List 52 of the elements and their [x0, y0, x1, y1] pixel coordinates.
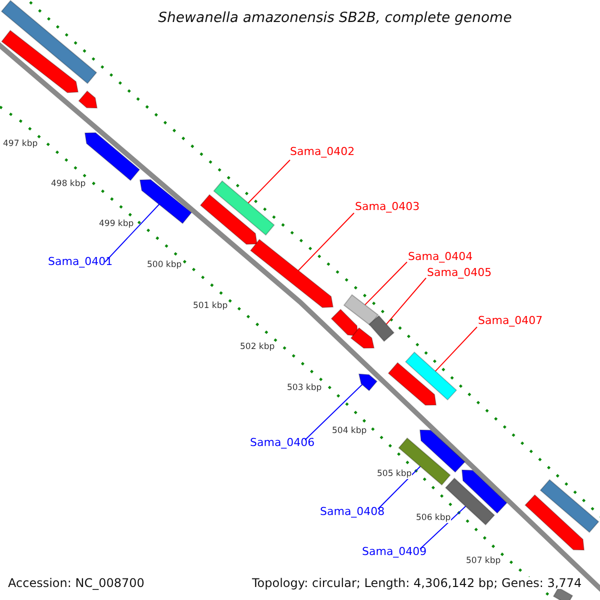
gene-feature	[398, 437, 451, 486]
scale-label: 498 kbp	[51, 180, 86, 188]
genome-summary-text: Topology: circular; Length: 4,306,142 bp; Genes: 3,774	[252, 577, 582, 589]
gene-feature	[139, 179, 192, 224]
scale-label: 507 kbp	[466, 557, 501, 566]
gene-label: Sama_0405	[427, 267, 492, 278]
gene-feature	[0, 0, 98, 84]
gene-label: Sama_0408	[320, 506, 385, 517]
gene-feature	[540, 479, 600, 533]
scale-label: 502 kbp	[240, 343, 275, 352]
gene-feature	[1, 30, 79, 94]
scale-label: 506 kbp	[416, 514, 451, 522]
leader-line	[386, 278, 426, 325]
gene-label: Sama_0403	[355, 201, 420, 212]
gene-feature	[78, 90, 98, 109]
gene-feature	[388, 362, 437, 406]
leader-line	[364, 262, 408, 306]
gene-feature	[84, 132, 140, 182]
scale-label: 505 kbp	[377, 470, 412, 478]
gene-label: Sama_0407	[478, 315, 543, 326]
gene-feature	[524, 494, 585, 551]
leader-line	[304, 384, 363, 440]
scale-label: 499 kbp	[99, 220, 134, 228]
gene-label: Sama_0406	[250, 437, 315, 448]
gene-label: Sama_0404	[408, 251, 473, 262]
scale-label: 500 kbp	[147, 261, 182, 270]
leader-line	[298, 212, 354, 271]
gene-feature	[461, 469, 508, 514]
gene-feature	[250, 238, 334, 308]
gene-feature	[343, 294, 379, 326]
accession-text: Accession: NC_008700	[8, 577, 144, 589]
title: Shewanella amazonensis SB2B, complete genome	[157, 11, 513, 25]
gene-feature	[404, 352, 458, 400]
leader-line	[104, 204, 160, 262]
scale-label: 503 kbp	[287, 384, 322, 392]
gene-label: Sama_0409	[362, 546, 427, 557]
scale-label: 501 kbp	[193, 302, 228, 310]
scale-label: 497 kbp	[3, 140, 38, 148]
leader-line	[420, 506, 466, 550]
gene-feature	[200, 194, 258, 245]
leader-line	[378, 466, 421, 510]
gene-label: Sama_0401	[48, 256, 113, 267]
gene-feature	[368, 315, 395, 342]
gene-feature	[330, 308, 359, 337]
gene-label: Sama_0402	[290, 146, 355, 157]
scale-label: 504 kbp	[332, 427, 367, 436]
gene-feature	[358, 373, 378, 392]
leader-line	[434, 326, 478, 372]
gene-feature	[213, 180, 275, 236]
gene-feature	[419, 429, 466, 473]
leader-line	[248, 160, 290, 204]
gene-feature	[552, 587, 574, 600]
